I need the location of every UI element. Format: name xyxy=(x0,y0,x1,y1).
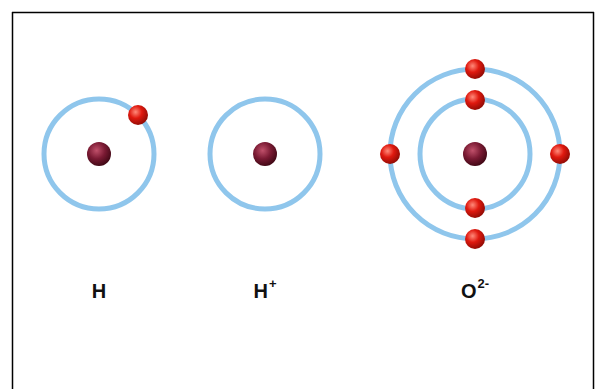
electron xyxy=(128,105,148,125)
element-symbol: H xyxy=(253,280,267,303)
electron-shell xyxy=(44,99,154,209)
electron-shell xyxy=(390,69,560,239)
element-symbol: O xyxy=(461,280,477,303)
electron xyxy=(465,90,485,110)
electron-shell xyxy=(420,99,530,209)
nucleus xyxy=(463,142,487,166)
ion-symbol: O2- xyxy=(461,280,489,303)
electron-shell xyxy=(210,99,320,209)
electron xyxy=(465,198,485,218)
electron xyxy=(550,144,570,164)
frame-line xyxy=(12,12,14,389)
charge-label: + xyxy=(269,276,277,291)
charge-label: 2- xyxy=(478,276,490,291)
electron xyxy=(465,59,485,79)
electron xyxy=(380,144,400,164)
nucleus xyxy=(253,142,277,166)
frame-line xyxy=(12,12,594,14)
frame-line xyxy=(593,12,595,389)
electron xyxy=(465,229,485,249)
element-symbol: H xyxy=(92,280,106,303)
nucleus xyxy=(87,142,111,166)
ion-symbol: H+ xyxy=(253,280,276,303)
ion-symbol: H xyxy=(92,280,106,303)
